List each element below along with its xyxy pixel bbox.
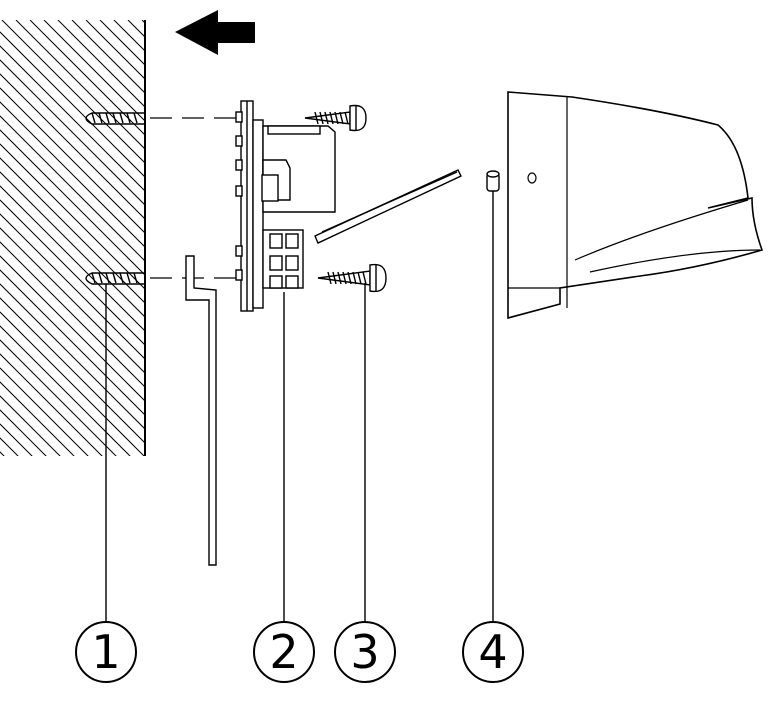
wall-plug-bottom: [85, 272, 145, 285]
wall: [0, 20, 146, 456]
mounting-bracket: [235, 100, 462, 312]
svg-text:2: 2: [269, 625, 298, 679]
arrow-left-icon: [175, 10, 255, 55]
svg-text:3: 3: [350, 625, 379, 679]
callout-4: 4: [462, 621, 524, 683]
leader-lines: [105, 191, 494, 622]
svg-text:4: 4: [478, 625, 507, 679]
callout-1: 1: [75, 621, 137, 683]
alignment-lines: [150, 117, 240, 279]
screw-top: [304, 104, 367, 132]
callout-2: 2: [253, 621, 315, 683]
locking-pin: [486, 170, 500, 192]
screw-bottom: [317, 263, 387, 293]
wall-plug-top: [85, 112, 145, 125]
device-housing: [507, 91, 764, 320]
svg-text:1: 1: [91, 625, 120, 679]
callout-3: 3: [334, 621, 396, 683]
hanger-strip: [185, 255, 217, 566]
